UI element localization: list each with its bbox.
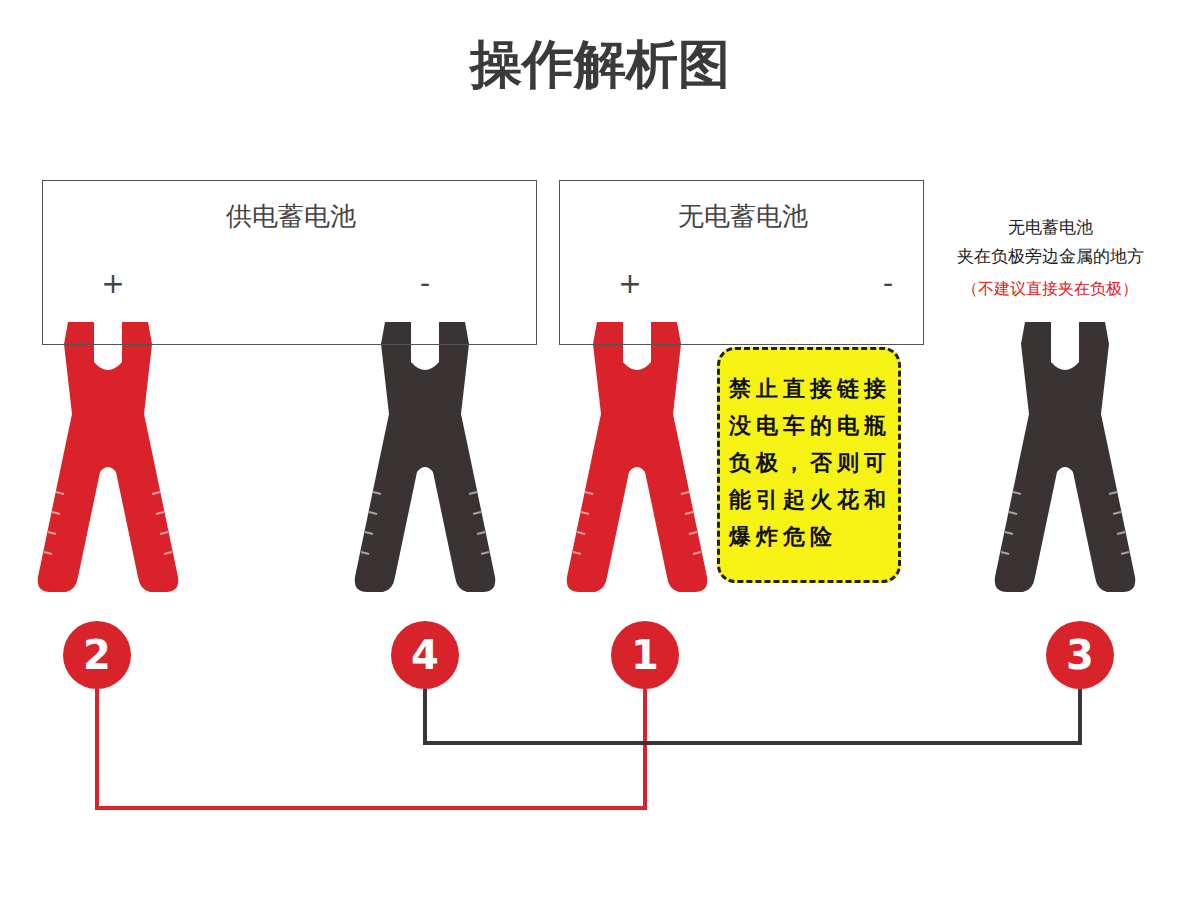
terminal-sign: - (410, 267, 440, 300)
callout-number: 3 (1046, 621, 1114, 689)
diagram-title: 操作解析图 (0, 30, 1199, 100)
callout-number: 3 (1066, 635, 1094, 675)
note-text: 无电蓄电池 夹在负极旁边金属的地方 (925, 213, 1175, 271)
terminal-sign: - (873, 267, 903, 300)
callout-number: 4 (411, 635, 439, 675)
battery-label: 无电蓄电池 (560, 199, 925, 234)
red-clamp (567, 322, 708, 592)
terminal-sign: + (98, 267, 128, 300)
warning-text: 禁止直接链接没电车的电瓶负极，否则可能引起火花和爆炸危险 (729, 370, 891, 555)
callout-number: 4 (391, 621, 459, 689)
battery-box: 无电蓄电池 + - (559, 180, 924, 345)
warning-callout: 禁止直接链接没电车的电瓶负极，否则可能引起火花和爆炸危险 (717, 347, 901, 583)
callout-number: 1 (611, 621, 679, 689)
callout-number: 2 (83, 635, 111, 675)
terminal-sign: + (615, 267, 645, 300)
red-clamp (38, 322, 179, 592)
black-clamp (995, 322, 1136, 592)
black-clamp (355, 322, 496, 592)
callout-number: 1 (631, 635, 659, 675)
jumper-cable (97, 689, 645, 808)
jumper-cable (425, 689, 1080, 743)
warning-note: （不建议直接夹在负极） (925, 274, 1175, 303)
battery-box: 供电蓄电池 + - (42, 180, 537, 345)
battery-label: 供电蓄电池 (43, 199, 538, 234)
callout-number: 2 (63, 621, 131, 689)
